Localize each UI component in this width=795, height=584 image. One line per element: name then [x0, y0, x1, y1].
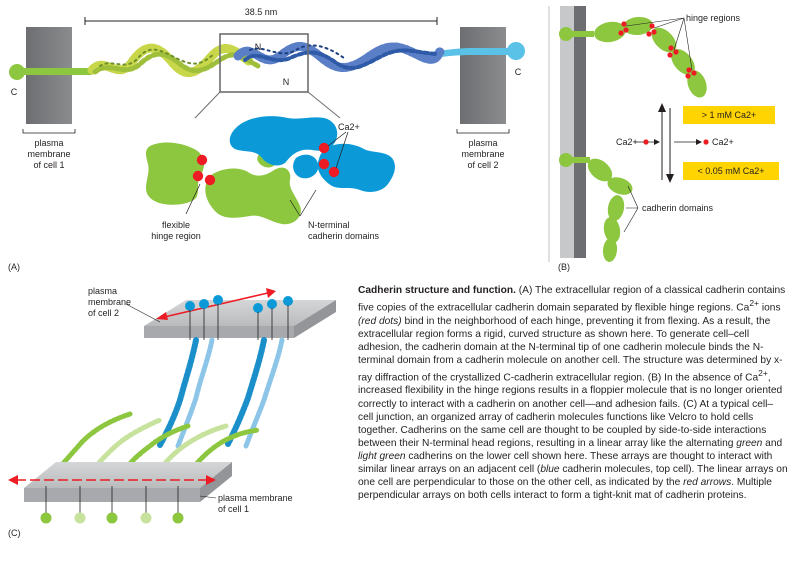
caption-sup-1: 2+	[749, 298, 760, 309]
calcium-dot	[318, 142, 330, 154]
high-ca-box: > 1 mM Ca2+	[683, 106, 775, 124]
membrane-cell2-a	[460, 27, 506, 124]
figure-caption: Cadherin structure and function. (A) The…	[358, 284, 788, 502]
floppy-cadherin	[559, 153, 633, 262]
caption-italic-green: green	[736, 437, 763, 449]
mem2c-line1: plasma	[88, 286, 117, 296]
mem1-line3: of cell 1	[33, 160, 64, 170]
mem2-line2: membrane	[461, 149, 504, 159]
calcium-dot	[328, 166, 340, 178]
membrane-cell2-label: plasma membrane of cell 2	[456, 129, 510, 170]
caption-italic-red-arrows: red arrows	[683, 477, 732, 489]
mem1c-line1: plasma membrane	[218, 493, 293, 503]
length-label: 38.5 nm	[245, 7, 278, 17]
mem2-line1: plasma	[468, 138, 497, 148]
blue-domain-top	[229, 116, 338, 166]
zoom-box	[219, 33, 309, 93]
cadherin-domains-label: cadherin domains	[642, 203, 714, 213]
cadherin-ribbon-blue	[233, 42, 445, 72]
hinge-line1: flexible	[162, 220, 190, 230]
calcium-dot	[318, 158, 330, 170]
cadherin-domains-annotation: cadherin domains	[623, 185, 714, 233]
c-terminal-right: C	[515, 67, 522, 77]
caption-italic-light-green: light green	[358, 450, 406, 462]
n-terminal-label-2: N	[283, 77, 290, 87]
length-bracket: 38.5 nm	[84, 7, 438, 25]
blue-heads	[185, 295, 293, 313]
caption-text-3: , increased flexibility in the hinge reg…	[358, 372, 783, 449]
panel-a: 38.5 nm N N C C	[8, 7, 525, 272]
red-arrow-bottom	[8, 475, 216, 485]
panel-b: hinge regions Ca2+ Ca2+ > 1 mM Ca2+ < 0.…	[558, 6, 779, 272]
caption-text-4: cadherins on the lower cell shown here. …	[358, 450, 773, 475]
c-terminal-left: C	[11, 87, 18, 97]
panel-c: plasma membrane of cell 2 plasma membran…	[8, 286, 336, 538]
caption-text-1b: ions	[759, 302, 781, 314]
caption-text-1: (A) The extracellular region of a classi…	[358, 285, 786, 314]
blue-domain-lobe	[293, 154, 319, 179]
low-ca-label: < 0.05 mM Ca2+	[697, 166, 764, 176]
cadherin-ribbon-green	[87, 43, 261, 77]
blue-domain-right	[317, 143, 395, 192]
tail-right	[430, 42, 525, 60]
caption-and: and	[762, 437, 783, 449]
caption-text-2: bind in the neighborhood of each hinge, …	[358, 315, 783, 384]
equilibrium: Ca2+ Ca2+	[616, 103, 734, 183]
green-domain-left	[146, 142, 205, 205]
panel-c-letter: (C)	[8, 528, 21, 538]
rigid-calcium	[618, 21, 697, 79]
calcium-dot	[192, 170, 204, 182]
caption-text-5: cadherin molecules, top cell). The linea…	[358, 464, 788, 489]
caption-italic-blue: blue	[540, 464, 560, 475]
green-domain-middle	[205, 167, 301, 225]
hinge-regions-label: hinge regions	[686, 13, 741, 23]
ca-left-label: Ca2+	[616, 137, 638, 147]
flexible-hinge-annotation: flexible hinge region	[151, 183, 201, 241]
low-ca-box: < 0.05 mM Ca2+	[683, 162, 779, 180]
mem1-line2: membrane	[27, 149, 70, 159]
tail-left	[9, 64, 92, 80]
calcium-dot	[196, 154, 208, 166]
mem2-line3: of cell 2	[467, 160, 498, 170]
caption-sup-2: 2+	[758, 367, 768, 378]
caption-text-6: . Multiple perpendicular arrays on both …	[358, 477, 772, 502]
panel-b-letter: (B)	[558, 262, 570, 272]
high-ca-label: > 1 mM Ca2+	[702, 110, 757, 120]
domain-schematic	[146, 116, 395, 225]
ca-annotation: Ca2+	[327, 122, 360, 169]
rigid-cadherin	[559, 16, 707, 98]
green-anchors	[40, 486, 184, 524]
caption-italic-red-dots: (red dots)	[358, 315, 402, 327]
membrane-b-light	[560, 6, 574, 258]
mem2c-line3: of cell 2	[88, 308, 119, 318]
slab-cell2	[144, 300, 336, 338]
n-terminal-label-1: N	[255, 42, 262, 52]
membrane-cell1-a	[26, 27, 72, 124]
blue-stalks	[189, 304, 289, 340]
ca-right-label: Ca2+	[712, 137, 734, 147]
hinge-line2: hinge region	[151, 231, 201, 241]
ca-label: Ca2+	[338, 122, 360, 132]
membrane-b-dark	[574, 6, 586, 258]
mem1-line1: plasma	[34, 138, 63, 148]
hinge-regions-annotation: hinge regions	[625, 13, 741, 71]
mem1c-line2: of cell 1	[218, 504, 249, 514]
red-arrow-top	[156, 288, 276, 320]
membrane-cell1-c-label: plasma membrane of cell 1	[199, 493, 293, 514]
nterm-line2: cadherin domains	[308, 231, 380, 241]
n-terminal-annotation: N-terminal cadherin domains	[289, 189, 380, 241]
calcium-dot	[204, 174, 216, 186]
membrane-cell1-label: plasma membrane of cell 1	[22, 129, 76, 170]
membrane-cell2-c-label: plasma membrane of cell 2	[88, 286, 161, 323]
panel-a-letter: (A)	[8, 262, 20, 272]
mem2c-line2: membrane	[88, 297, 131, 307]
caption-title: Cadherin structure and function.	[358, 285, 516, 296]
nterm-line1: N-terminal	[308, 220, 350, 230]
